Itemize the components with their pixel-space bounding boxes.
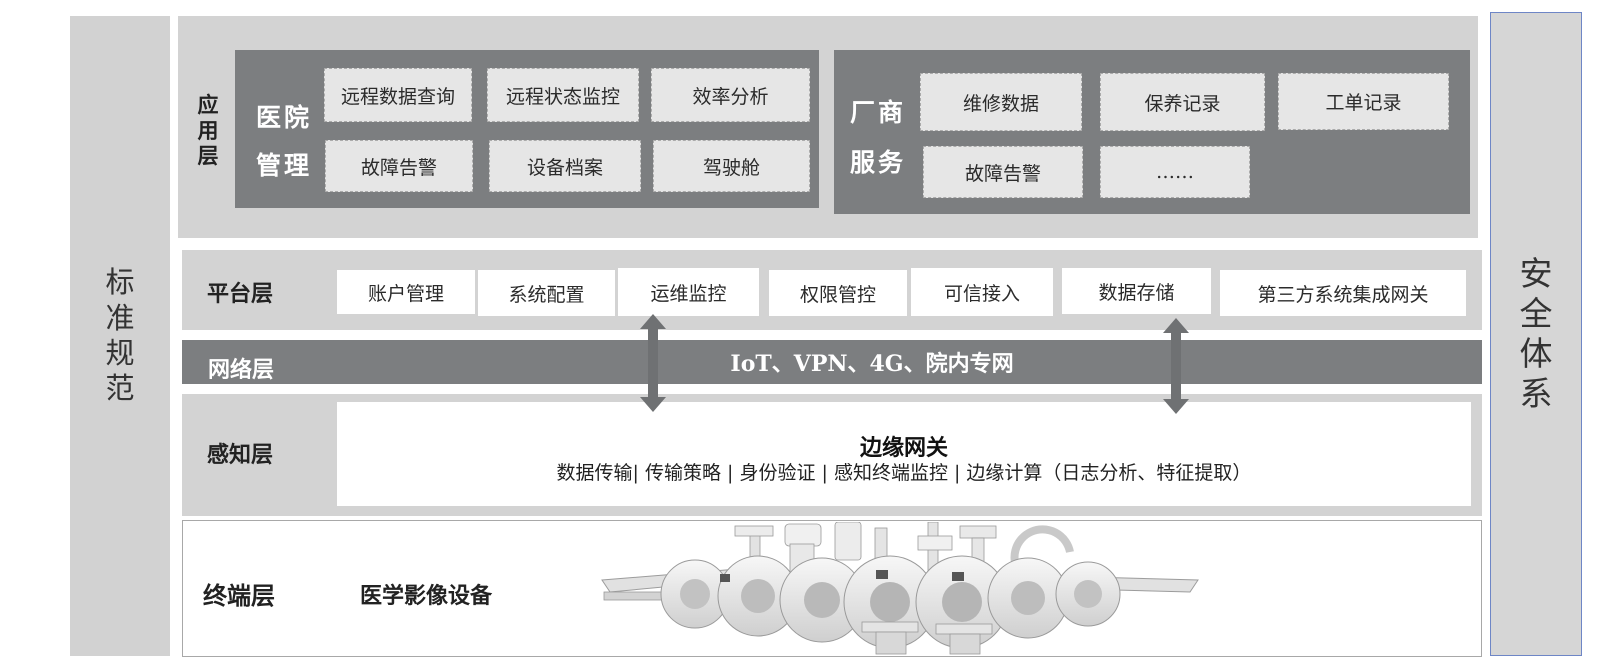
hospital-panel-title-line1: 医院 xyxy=(256,98,312,134)
platform-item-trusted-access: 可信接入 xyxy=(911,268,1053,316)
application-title-char: 层 xyxy=(198,143,219,169)
edge-gateway-features: 数据传输| 传输策略 | 身份验证 | 感知终端监控 | 边缘计算（日志分析、特… xyxy=(337,458,1471,485)
hospital-panel-title-line2: 管理 xyxy=(256,146,312,182)
hospital-item-remote-status-monitor: 远程状态监控 xyxy=(487,68,639,122)
platform-item-data-storage: 数据存储 xyxy=(1062,268,1211,314)
vendor-item-more: …… xyxy=(1100,146,1250,198)
platform-item-third-party-gateway: 第三方系统集成网关 xyxy=(1220,270,1466,316)
hospital-item-cockpit: 驾驶舱 xyxy=(653,140,810,192)
hospital-item-fault-alarm: 故障告警 xyxy=(325,140,473,192)
platform-item-ops-monitoring: 运维监控 xyxy=(618,268,759,316)
security-sidebar: 安 全 体 系 xyxy=(1490,12,1582,656)
platform-item-permission-control: 权限管控 xyxy=(769,270,907,316)
platform-item-account-management: 账户管理 xyxy=(337,270,475,314)
vendor-item-work-order-record: 工单记录 xyxy=(1278,73,1449,130)
standards-char: 规 xyxy=(105,336,134,371)
double-arrow-icon xyxy=(1161,318,1191,414)
security-char: 体 xyxy=(1520,334,1553,374)
sensing-layer-title: 感知层 xyxy=(207,437,273,469)
standards-sidebar: 标 准 规 范 xyxy=(70,16,170,656)
network-layer-protocols: IoT、VPN、4G、院内专网 xyxy=(182,340,1482,384)
vendor-item-maintenance-record: 保养记录 xyxy=(1100,73,1265,131)
hospital-item-remote-data-query: 远程数据查询 xyxy=(324,68,472,122)
standards-char: 标 xyxy=(105,265,134,300)
security-char: 系 xyxy=(1520,374,1553,414)
medical-imaging-devices-label: 医学影像设备 xyxy=(360,578,492,610)
vendor-item-fault-alarm: 故障告警 xyxy=(923,146,1083,198)
security-char: 安 xyxy=(1520,254,1553,294)
terminal-layer-title: 终端层 xyxy=(203,576,275,611)
platform-layer-title: 平台层 xyxy=(207,276,273,308)
application-title-char: 应 xyxy=(198,92,219,118)
vendor-panel-title-line1: 厂商 xyxy=(850,93,906,129)
hospital-item-device-archive: 设备档案 xyxy=(489,140,641,192)
platform-item-system-config: 系统配置 xyxy=(478,270,615,316)
security-char: 全 xyxy=(1520,294,1553,334)
application-title-char: 用 xyxy=(198,118,219,144)
vendor-item-repair-data: 维修数据 xyxy=(920,73,1082,131)
vendor-panel-title-line2: 服务 xyxy=(850,143,906,179)
application-layer-title: 应 用 层 xyxy=(193,92,223,169)
standards-char: 准 xyxy=(105,301,134,336)
medical-imaging-equipment-image xyxy=(600,522,1200,656)
double-arrow-icon xyxy=(638,314,668,412)
standards-char: 范 xyxy=(105,371,134,406)
hospital-item-efficiency-analysis: 效率分析 xyxy=(651,68,810,122)
